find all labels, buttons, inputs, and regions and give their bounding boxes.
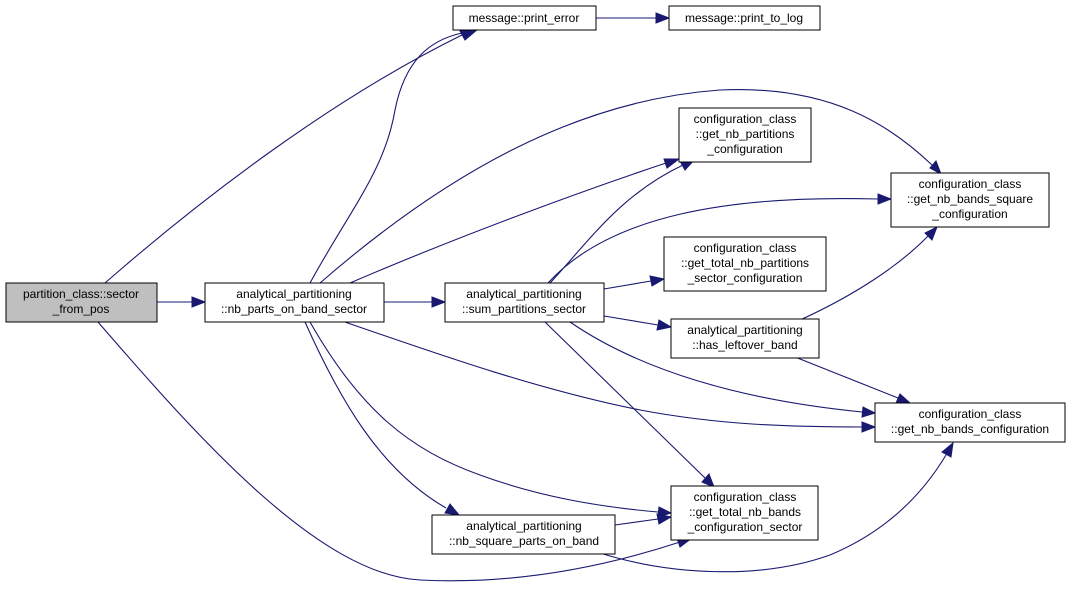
node-label-line: ::nb_square_parts_on_band [449, 534, 599, 548]
edge-sector-from-pos-to-print-error [104, 28, 480, 284]
node-label-line: ::get_total_nb_partitions [681, 256, 809, 270]
node-label-line: partition_class::sector [23, 287, 139, 301]
edge-nb-parts-to-nb-square-parts [304, 321, 461, 516]
edge-sum-partitions-to-has-leftover-band [603, 315, 673, 331]
edge-nb-parts-to-nb-partitions-config [349, 158, 681, 284]
edge-sector-from-pos-to-nb-parts-on-band-sector [157, 296, 207, 308]
edge-sum-partitions-to-total-nb-partitions-sector-config [603, 275, 666, 290]
node-has-leftover-band[interactable]: analytical_partitioning ::has_leftover_b… [670, 318, 820, 359]
node-label-line: configuration_class [919, 407, 1022, 421]
node-label-line: message::print_to_log [685, 11, 803, 25]
node-get-nb-bands-configuration[interactable]: configuration_class ::get_nb_bands_confi… [874, 402, 1066, 443]
node-get-total-nb-bands-configuration-sector[interactable]: configuration_class ::get_total_nb_bands… [670, 485, 819, 541]
node-label-line: configuration_class [694, 241, 797, 255]
node-label-line: configuration_class [919, 177, 1022, 191]
node-label-line: ::get_nb_partitions [696, 127, 795, 141]
edge-sum-partitions-to-nb-bands-square-config [547, 193, 893, 284]
node-label-line: ::get_nb_bands_square [907, 192, 1033, 206]
node-label-line: analytical_partitioning [687, 323, 802, 337]
edge-nb-parts-to-total-nb-bands-config-sector [309, 321, 673, 518]
node-label-line: _configuration [706, 142, 782, 156]
edge-print-error-to-print-to-log [596, 12, 671, 24]
node-message-print-to-log[interactable]: message::print_to_log [668, 5, 821, 31]
node-label-line: configuration_class [694, 112, 797, 126]
node-label-line: ::nb_parts_on_band_sector [221, 302, 367, 316]
node-label-line: _from_pos [52, 302, 110, 316]
node-label-line: analytical_partitioning [466, 519, 581, 533]
node-message-print-error[interactable]: message::print_error [452, 5, 597, 31]
edge-nb-parts-to-nb-bands-config [344, 321, 877, 433]
node-nb-parts-on-band-sector[interactable]: analytical_partitioning ::nb_parts_on_ba… [204, 282, 385, 323]
node-get-nb-bands-square-configuration[interactable]: configuration_class ::get_nb_bands_squar… [890, 172, 1050, 228]
edge-has-leftover-band-to-nb-bands-config [794, 356, 912, 404]
edge-nb-parts-to-sum-partitions [384, 296, 447, 308]
node-label-line: ::sum_partitions_sector [462, 302, 586, 316]
edge-has-leftover-band-to-nb-bands-square-config [799, 225, 938, 321]
edge-sum-partitions-to-nb-bands-config [569, 321, 877, 418]
node-label-line: _configuration_sector [687, 520, 803, 534]
node-nb-square-parts-on-band[interactable]: analytical_partitioning ::nb_square_part… [431, 514, 616, 555]
node-label-line: ::get_nb_bands_configuration [891, 422, 1049, 436]
node-label-line: message::print_error [469, 11, 580, 25]
node-get-total-nb-partitions-sector-configuration[interactable]: configuration_class ::get_total_nb_parti… [663, 236, 827, 292]
edge-sum-partitions-to-total-nb-bands-config-sector [544, 321, 715, 488]
node-partition-class-sector-from-pos[interactable]: partition_class::sector _from_pos [5, 282, 158, 323]
node-label-line: analytical_partitioning [236, 287, 351, 301]
node-label-line: configuration_class [694, 490, 797, 504]
node-label-line: analytical_partitioning [466, 287, 581, 301]
node-label-line: _sector_configuration [687, 271, 803, 285]
node-get-nb-partitions-configuration[interactable]: configuration_class ::get_nb_partitions … [678, 107, 812, 163]
edge-nb-square-parts-to-total-nb-bands-config-sector [614, 513, 673, 526]
node-label-line: _configuration [931, 207, 1007, 221]
edge-nb-square-parts-to-nb-bands-config [599, 441, 954, 573]
node-sum-partitions-sector[interactable]: analytical_partitioning ::sum_partitions… [444, 282, 605, 323]
edge-nb-parts-to-print-error [309, 27, 480, 284]
node-label-line: ::get_total_nb_bands [689, 505, 801, 519]
edge-nb-parts-to-nb-bands-square-config [319, 89, 942, 284]
node-label-line: ::has_leftover_band [692, 338, 797, 352]
